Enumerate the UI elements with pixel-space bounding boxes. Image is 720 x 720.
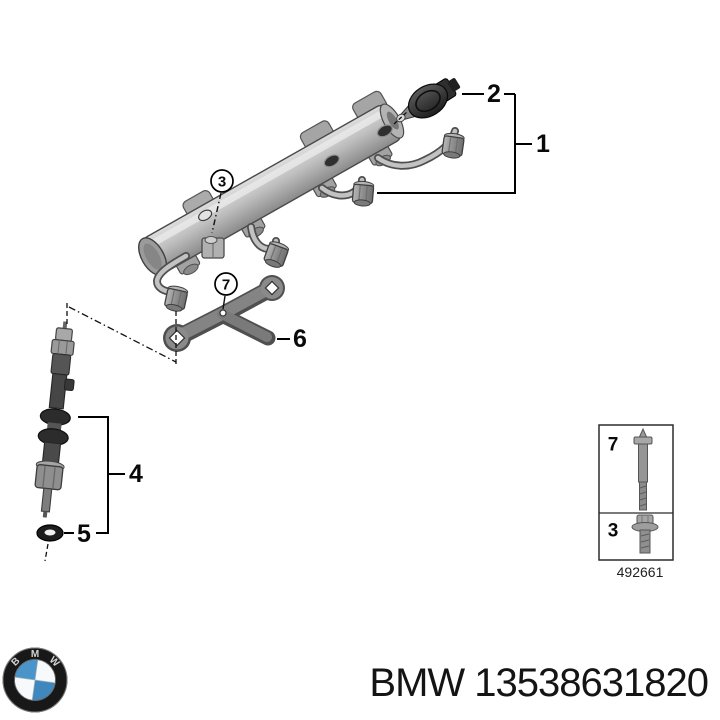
pipe-union-nut [351,180,375,207]
pipe-union-nut [441,132,465,159]
part-number-text: BMW 13538631820 [369,661,709,705]
callout-4-label: 4 [129,460,143,488]
callout-1-label: 1 [536,130,550,158]
hold-down-bracket-illustration [163,275,285,352]
callout-3-circle [210,169,234,193]
callout-4: 4 [78,416,143,534]
injection-pipes [152,127,465,312]
pipe-union-nut [263,241,290,268]
callout-5: 5 [64,520,91,548]
callout-7: 7 [214,272,238,310]
callout-6-label: 6 [293,325,307,353]
callout-6: 6 [277,325,307,353]
callout-1: 1 [377,94,550,194]
sensor-alignment-line [393,111,408,125]
inset-stud-illustration [633,427,653,511]
alignment-lines [44,303,177,562]
injector-illustration [34,321,75,518]
inset-stud-label: 7 [608,435,619,456]
hardware-inset-box: 7 3 [598,424,674,580]
bracket-right-hole [264,280,280,296]
o-ring-illustration [36,524,64,542]
fuel-rail-illustration [137,90,405,276]
callout-5-label: 5 [77,520,91,548]
callout-7-label: 7 [222,277,230,294]
inset-bolt-label: 3 [608,521,619,542]
callout-7-circle [214,272,238,296]
pressure-sensor-illustration [396,78,461,123]
bmw-roundel-quadrants [14,659,56,701]
bracket-left-hole [168,329,186,347]
callout-3-label: 3 [218,174,226,191]
callout-2-label: 2 [487,80,501,108]
inset-part-code: 492661 [617,564,664,580]
callout-2: 2 [462,80,515,108]
bmw-logo-icon: B M W [2,647,68,713]
inset-bolt-illustration [631,514,659,554]
callout-3: 3 [210,169,234,234]
pipe-union-nut [164,285,189,312]
rail-mount-standoff [201,236,225,259]
bracket-center-hole [219,309,227,317]
logo-letter-m: M [31,649,39,660]
